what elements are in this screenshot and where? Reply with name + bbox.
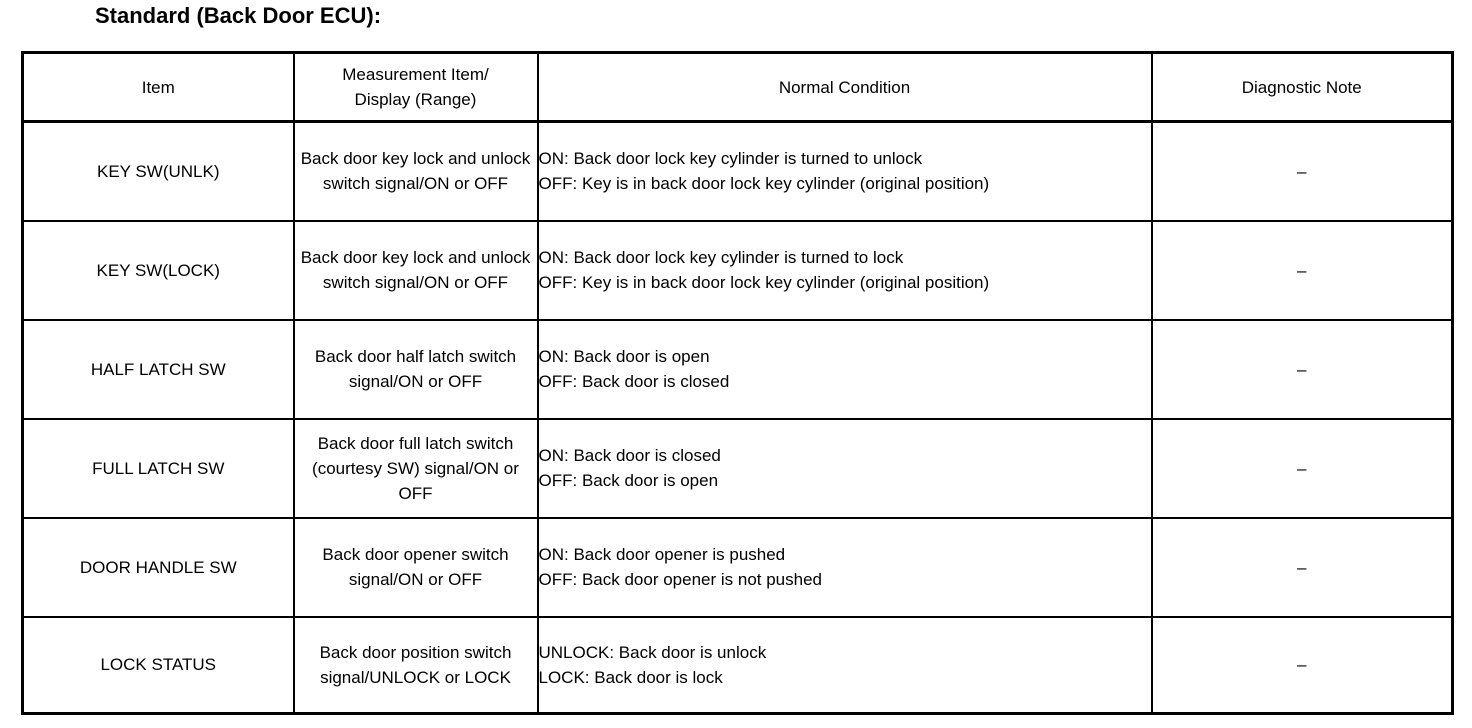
column-header-measurement: Measurement Item/ Display (Range) — [292, 51, 539, 123]
measurement-text: Back door position switch signal/UNLOCK … — [319, 642, 512, 687]
standard-back-door-ecu-table: Item Measurement Item/ Display (Range) N… — [21, 51, 1454, 715]
cell-diagnostic-note: – — [1150, 417, 1454, 519]
table-row: FULL LATCH SW Back door full latch switc… — [21, 417, 1454, 519]
diagnostic-note-value: – — [1297, 359, 1307, 379]
cell-measurement: Back door full latch switch (courtesy SW… — [292, 417, 539, 519]
condition-line-on: ON: Back door opener is pushed — [538, 545, 786, 564]
column-header-measurement-line1: Measurement Item/ — [342, 65, 489, 84]
item-name: KEY SW(LOCK) — [96, 260, 220, 280]
column-header-diagnostic-note-label: Diagnostic Note — [1241, 77, 1362, 97]
item-name: FULL LATCH SW — [92, 458, 225, 478]
diagnostic-note-value: – — [1297, 655, 1307, 675]
cell-item: DOOR HANDLE SW — [21, 516, 295, 618]
measurement-text: Back door key lock and unlock switch sig… — [300, 248, 531, 292]
condition-line-off: OFF: Back door is closed — [538, 372, 730, 391]
cell-item: HALF LATCH SW — [21, 318, 295, 420]
measurement-text: Back door key lock and unlock switch sig… — [300, 149, 531, 194]
item-name: KEY SW(UNLK) — [97, 161, 220, 181]
condition-line-off: OFF: Key is in back door lock key cylind… — [538, 174, 990, 194]
condition-line-on: ON: Back door lock key cylinder is turne… — [538, 149, 923, 169]
condition-line-unlock: UNLOCK: Back door is unlock — [538, 642, 767, 662]
column-header-diagnostic-note: Diagnostic Note — [1150, 51, 1454, 123]
table-row: HALF LATCH SW Back door half latch switc… — [21, 318, 1454, 420]
condition-line-off: OFF: Back door opener is not pushed — [538, 570, 823, 589]
table-row: LOCK STATUS Back door position switch si… — [21, 615, 1454, 715]
table-header: Item Measurement Item/ Display (Range) N… — [21, 51, 1454, 123]
cell-normal-condition: ON: Back door lock key cylinder is turne… — [536, 120, 1153, 222]
cell-normal-condition: UNLOCK: Back door is unlock LOCK: Back d… — [536, 615, 1153, 715]
cell-diagnostic-note: – — [1150, 318, 1454, 420]
diagnostic-note-value: – — [1297, 260, 1307, 280]
condition-line-off: OFF: Back door is open — [538, 471, 719, 490]
cell-measurement: Back door half latch switch signal/ON or… — [292, 318, 539, 420]
table-header-row: Item Measurement Item/ Display (Range) N… — [21, 51, 1454, 123]
cell-item: KEY SW(LOCK) — [21, 219, 295, 321]
cell-measurement: Back door position switch signal/UNLOCK … — [292, 615, 539, 715]
condition-line-off: OFF: Key is in back door lock key cylind… — [538, 273, 990, 292]
cell-measurement: Back door opener switch signal/ON or OFF — [292, 516, 539, 618]
table-row: KEY SW(LOCK) Back door key lock and unlo… — [21, 219, 1454, 321]
cell-normal-condition: ON: Back door is open OFF: Back door is … — [536, 318, 1153, 420]
diagnostic-note-value: – — [1297, 161, 1307, 181]
cell-item: KEY SW(UNLK) — [21, 120, 295, 222]
cell-diagnostic-note: – — [1150, 516, 1454, 618]
column-header-measurement-line2: Display (Range) — [354, 90, 477, 109]
condition-line-on: ON: Back door lock key cylinder is turne… — [538, 248, 904, 267]
item-name: DOOR HANDLE SW — [79, 557, 237, 577]
measurement-text: Back door full latch switch (courtesy SW… — [312, 433, 519, 503]
column-header-item: Item — [21, 51, 295, 123]
cell-diagnostic-note: – — [1150, 120, 1454, 222]
condition-line-on: ON: Back door is closed — [538, 446, 721, 465]
diagnostic-note-value: – — [1297, 557, 1307, 577]
cell-measurement: Back door key lock and unlock switch sig… — [292, 219, 539, 321]
cell-normal-condition: ON: Back door lock key cylinder is turne… — [536, 219, 1153, 321]
page-title: Standard (Back Door ECU): — [95, 3, 382, 28]
cell-measurement: Back door key lock and unlock switch sig… — [292, 120, 539, 222]
cell-normal-condition: ON: Back door is closed OFF: Back door i… — [536, 417, 1153, 519]
item-name: LOCK STATUS — [100, 655, 217, 675]
condition-line-on: ON: Back door is open — [538, 347, 710, 366]
table-body: KEY SW(UNLK) Back door key lock and unlo… — [21, 120, 1454, 715]
table-row: DOOR HANDLE SW Back door opener switch s… — [21, 516, 1454, 618]
column-header-normal-condition: Normal Condition — [536, 51, 1153, 123]
item-name: HALF LATCH SW — [90, 359, 226, 379]
column-header-normal-condition-label: Normal Condition — [778, 77, 911, 97]
diagnostic-note-value: – — [1297, 458, 1307, 478]
measurement-text: Back door opener switch signal/ON or OFF — [322, 545, 509, 589]
column-header-item-label: Item — [141, 77, 175, 97]
cell-diagnostic-note: – — [1150, 615, 1454, 715]
condition-line-lock: LOCK: Back door is lock — [538, 667, 723, 687]
cell-item: LOCK STATUS — [21, 615, 295, 715]
cell-diagnostic-note: – — [1150, 219, 1454, 321]
table-row: KEY SW(UNLK) Back door key lock and unlo… — [21, 120, 1454, 222]
cell-item: FULL LATCH SW — [21, 417, 295, 519]
cell-normal-condition: ON: Back door opener is pushed OFF: Back… — [536, 516, 1153, 618]
measurement-text: Back door half latch switch signal/ON or… — [314, 347, 517, 391]
